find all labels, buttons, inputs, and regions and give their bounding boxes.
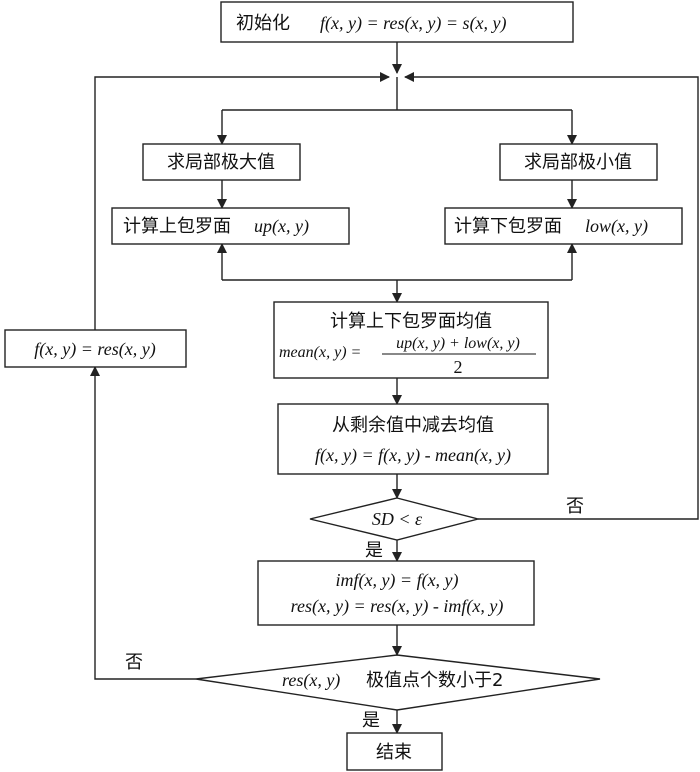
imf-line1: imf(x, y) = f(x, y) — [335, 570, 458, 591]
imf-update-step: imf(x, y) = f(x, y) res(x, y) = res(x, y… — [257, 560, 535, 626]
local-max-label: 求局部极大值 — [167, 152, 275, 173]
end-label: 结束 — [376, 742, 412, 763]
imf-line2: res(x, y) = res(x, y) - imf(x, y) — [291, 596, 504, 617]
end-step: 结束 — [346, 732, 443, 771]
local-min-step: 求局部极小值 — [499, 143, 658, 181]
mean-envelope-label: 计算上下包罗面均值 — [330, 311, 492, 332]
init-label: 初始化 — [236, 13, 290, 34]
extrema-label: 极值点个数小于2 — [366, 670, 503, 691]
mean-envelope-step: 计算上下包罗面均值 mean(x, y) = up(x, y) + low(x,… — [273, 301, 549, 379]
mean-lhs: mean(x, y) = — [279, 344, 361, 361]
subtract-label: 从剩余值中减去均值 — [332, 415, 494, 436]
sd-yes-label: 是 — [365, 540, 383, 561]
upper-envelope-formula: up(x, y) — [254, 216, 309, 237]
extrema-decision: res(x, y) 极值点个数小于2 是 否 — [125, 652, 601, 731]
extrema-yes-label: 是 — [362, 710, 380, 731]
upper-envelope-label: 计算上包罗面 — [123, 216, 231, 237]
connectors — [90, 42, 699, 734]
lower-envelope-label: 计算下包罗面 — [454, 216, 562, 237]
mean-numerator: up(x, y) + low(x, y) — [396, 335, 520, 352]
extrema-no-label: 否 — [125, 652, 143, 673]
sd-decision: SD < ε 是 否 — [309, 496, 584, 561]
lower-envelope-formula: low(x, y) — [585, 216, 648, 237]
init-step: 初始化 f(x, y) = res(x, y) = s(x, y) — [220, 1, 574, 43]
extrema-formula: res(x, y) — [282, 670, 340, 691]
sd-no-label: 否 — [566, 496, 584, 517]
reassign-step: f(x, y) = res(x, y) — [4, 329, 187, 368]
local-max-step: 求局部极大值 — [142, 143, 301, 181]
sd-condition: SD < ε — [372, 509, 423, 529]
local-min-label: 求局部极小值 — [524, 152, 632, 173]
init-formula: f(x, y) = res(x, y) = s(x, y) — [320, 13, 507, 34]
reassign-formula: f(x, y) = res(x, y) — [34, 339, 155, 360]
upper-envelope-step: 计算上包罗面 up(x, y) — [111, 207, 350, 245]
mean-denominator: 2 — [454, 357, 463, 377]
subtract-formula: f(x, y) = f(x, y) - mean(x, y) — [315, 445, 511, 466]
lower-envelope-step: 计算下包罗面 low(x, y) — [444, 207, 683, 245]
subtract-step: 从剩余值中减去均值 f(x, y) = f(x, y) - mean(x, y) — [277, 403, 549, 475]
